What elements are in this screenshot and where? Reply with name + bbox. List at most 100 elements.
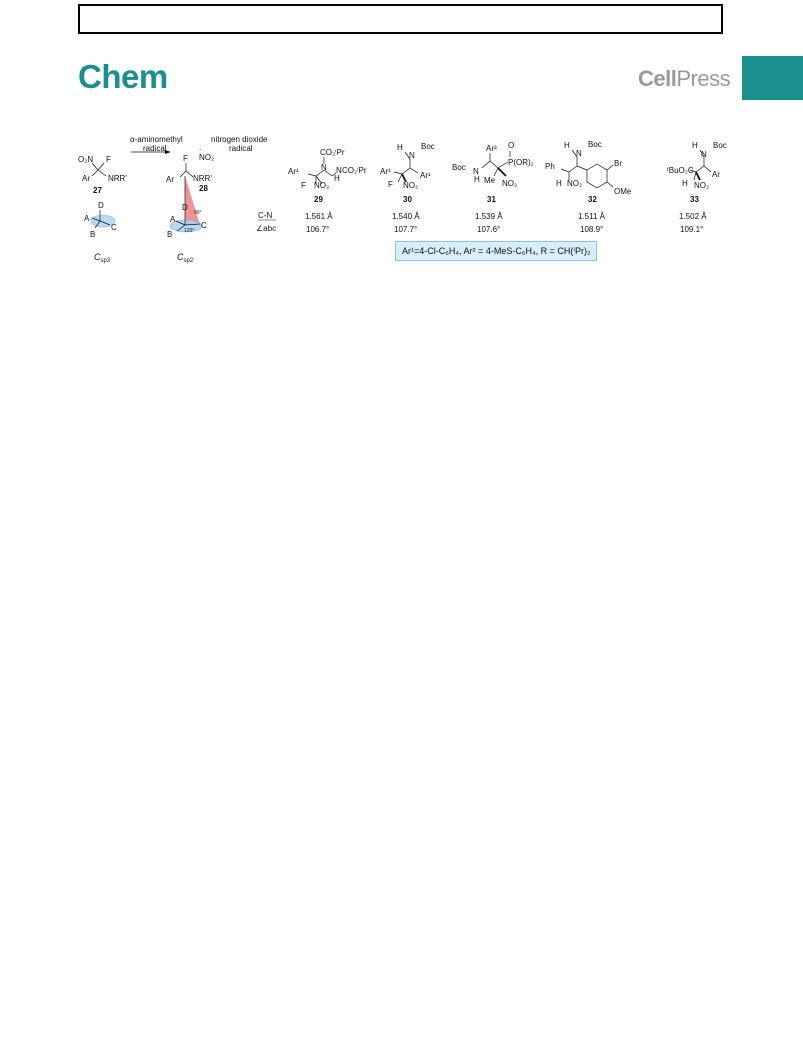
svg-text:O₂N: O₂N xyxy=(78,155,93,164)
svg-text:Boc: Boc xyxy=(588,140,602,149)
svg-text:H: H xyxy=(334,174,340,183)
journal-title: Chem xyxy=(78,58,168,95)
svg-text:CO₂ⁱPr: CO₂ⁱPr xyxy=(320,148,345,157)
row-header-angle: ∠abc xyxy=(256,224,276,233)
bond-length-29: 1.561 Å xyxy=(305,212,333,221)
arrow-head xyxy=(165,150,171,154)
row-header-cn: C-N xyxy=(258,211,272,220)
structure-29 xyxy=(307,157,337,185)
svg-text:NO₂: NO₂ xyxy=(314,181,329,190)
structure-32 xyxy=(560,149,614,189)
radical-label-2: radical xyxy=(143,144,167,153)
compound-28-label: 28 xyxy=(199,184,208,193)
svg-text:Ar¹: Ar¹ xyxy=(288,167,299,176)
bond-angle-32: 108.9° xyxy=(580,225,603,234)
svg-text:N: N xyxy=(576,149,582,158)
svg-text:Ar¹: Ar¹ xyxy=(380,167,391,176)
svg-text:Boc: Boc xyxy=(452,163,466,172)
svg-text:Ar: Ar xyxy=(712,170,720,179)
bond-length-31: 1.539 Å xyxy=(475,212,503,221)
compound-30-label: 30 xyxy=(403,195,412,204)
svg-text:H: H xyxy=(474,175,480,184)
svg-text:NRR': NRR' xyxy=(108,174,127,183)
structure-27 xyxy=(91,162,107,177)
svg-text:N: N xyxy=(336,166,342,175)
publisher-logo-part2: Press xyxy=(676,66,731,91)
header-box xyxy=(78,4,723,34)
chemistry-scheme: α-aminomethyl radical nitrogen dioxide r… xyxy=(0,130,803,270)
radical-label-3: nitrogen dioxide xyxy=(211,135,268,144)
svg-text:C: C xyxy=(201,221,207,230)
svg-text:O: O xyxy=(508,141,514,150)
svg-text:Boc: Boc xyxy=(421,142,435,151)
compound-32-label: 32 xyxy=(588,195,597,204)
svg-text:N: N xyxy=(473,167,479,176)
svg-text:Br: Br xyxy=(614,159,622,168)
compound-33-label: 33 xyxy=(690,195,699,204)
svg-text:CO₂ⁱPr: CO₂ⁱPr xyxy=(342,166,367,175)
structure-28 xyxy=(179,163,194,178)
svg-text:Ar: Ar xyxy=(166,175,174,184)
svg-text:F: F xyxy=(301,181,306,190)
structure-30 xyxy=(393,151,419,183)
svg-text:NRR': NRR' xyxy=(193,174,212,183)
sp3-geometry: D A B C xyxy=(84,201,117,239)
svg-text:OMe: OMe xyxy=(614,187,632,196)
bond-angle-29: 106.7° xyxy=(306,225,329,234)
scheme-drawing: α-aminomethyl radical nitrogen dioxide r… xyxy=(78,135,727,264)
svg-text:Ar¹: Ar¹ xyxy=(420,171,431,180)
svg-text:H: H xyxy=(564,141,570,150)
substituent-note: Ar¹=4-Cl-C₆H₄, Ar² = 4-MeS-C₆H₄, R = CH(… xyxy=(395,241,598,261)
sp2-geometry: D A B C 90° 120° xyxy=(167,176,207,239)
bond-length-33: 1.502 Å xyxy=(679,212,707,221)
svg-text:D: D xyxy=(182,203,188,212)
svg-text:H: H xyxy=(397,143,403,152)
svg-text:B: B xyxy=(167,230,172,239)
svg-text:N: N xyxy=(701,150,707,159)
publisher-logo-part1: Cell xyxy=(638,66,677,91)
bond-angle-31: 107.6° xyxy=(477,225,500,234)
svg-text:N: N xyxy=(409,151,415,160)
svg-text:F: F xyxy=(388,180,393,189)
svg-text:C: C xyxy=(111,223,117,232)
svg-text:D: D xyxy=(98,201,104,210)
bond-length-30: 1.540 Å xyxy=(392,212,420,221)
svg-text:A: A xyxy=(84,214,90,223)
svg-text:NO₂: NO₂ xyxy=(199,153,214,162)
radical-label-1: α-aminomethyl xyxy=(130,135,183,144)
svg-text:Boc: Boc xyxy=(713,141,727,150)
compound-29-label: 29 xyxy=(314,195,323,204)
svg-text:A: A xyxy=(170,215,176,224)
compound-31-label: 31 xyxy=(487,195,496,204)
svg-text:H: H xyxy=(682,179,688,188)
svg-text:NO₂: NO₂ xyxy=(567,179,582,188)
radical-label-4: radical xyxy=(229,144,253,153)
svg-text:F: F xyxy=(106,155,111,164)
compound-27-label: 27 xyxy=(93,186,102,195)
svg-text:N: N xyxy=(321,163,327,172)
svg-text:ᵗBuO₂C: ᵗBuO₂C xyxy=(667,166,694,175)
svg-text:NO₂: NO₂ xyxy=(403,181,418,190)
svg-text:P(OR)₂: P(OR)₂ xyxy=(508,158,534,167)
svg-text:NO₂: NO₂ xyxy=(502,179,517,188)
page-tab-marker xyxy=(742,56,803,100)
svg-text:Me: Me xyxy=(484,176,496,185)
csp2-label: Csp2 xyxy=(177,252,194,264)
svg-text:Ar: Ar xyxy=(82,174,90,183)
structure-33 xyxy=(689,149,712,181)
svg-text:Ph: Ph xyxy=(545,162,555,171)
svg-text:B: B xyxy=(90,230,95,239)
csp3-label: Csp3 xyxy=(94,252,111,264)
angle-90-label: 90° xyxy=(194,210,202,216)
bond-length-32: 1.511 Å xyxy=(578,212,606,221)
structure-31 xyxy=(481,151,511,177)
publisher-logo: CellPress xyxy=(638,66,731,92)
svg-text:NO₂: NO₂ xyxy=(694,181,709,190)
svg-text:Ar²: Ar² xyxy=(486,144,497,153)
svg-text:H: H xyxy=(556,179,562,188)
svg-text:H: H xyxy=(692,141,698,150)
svg-text:.: . xyxy=(199,143,201,152)
angle-120-label: 120° xyxy=(184,228,194,234)
bond-angle-30: 107.7° xyxy=(394,225,417,234)
svg-text:F: F xyxy=(183,154,188,163)
